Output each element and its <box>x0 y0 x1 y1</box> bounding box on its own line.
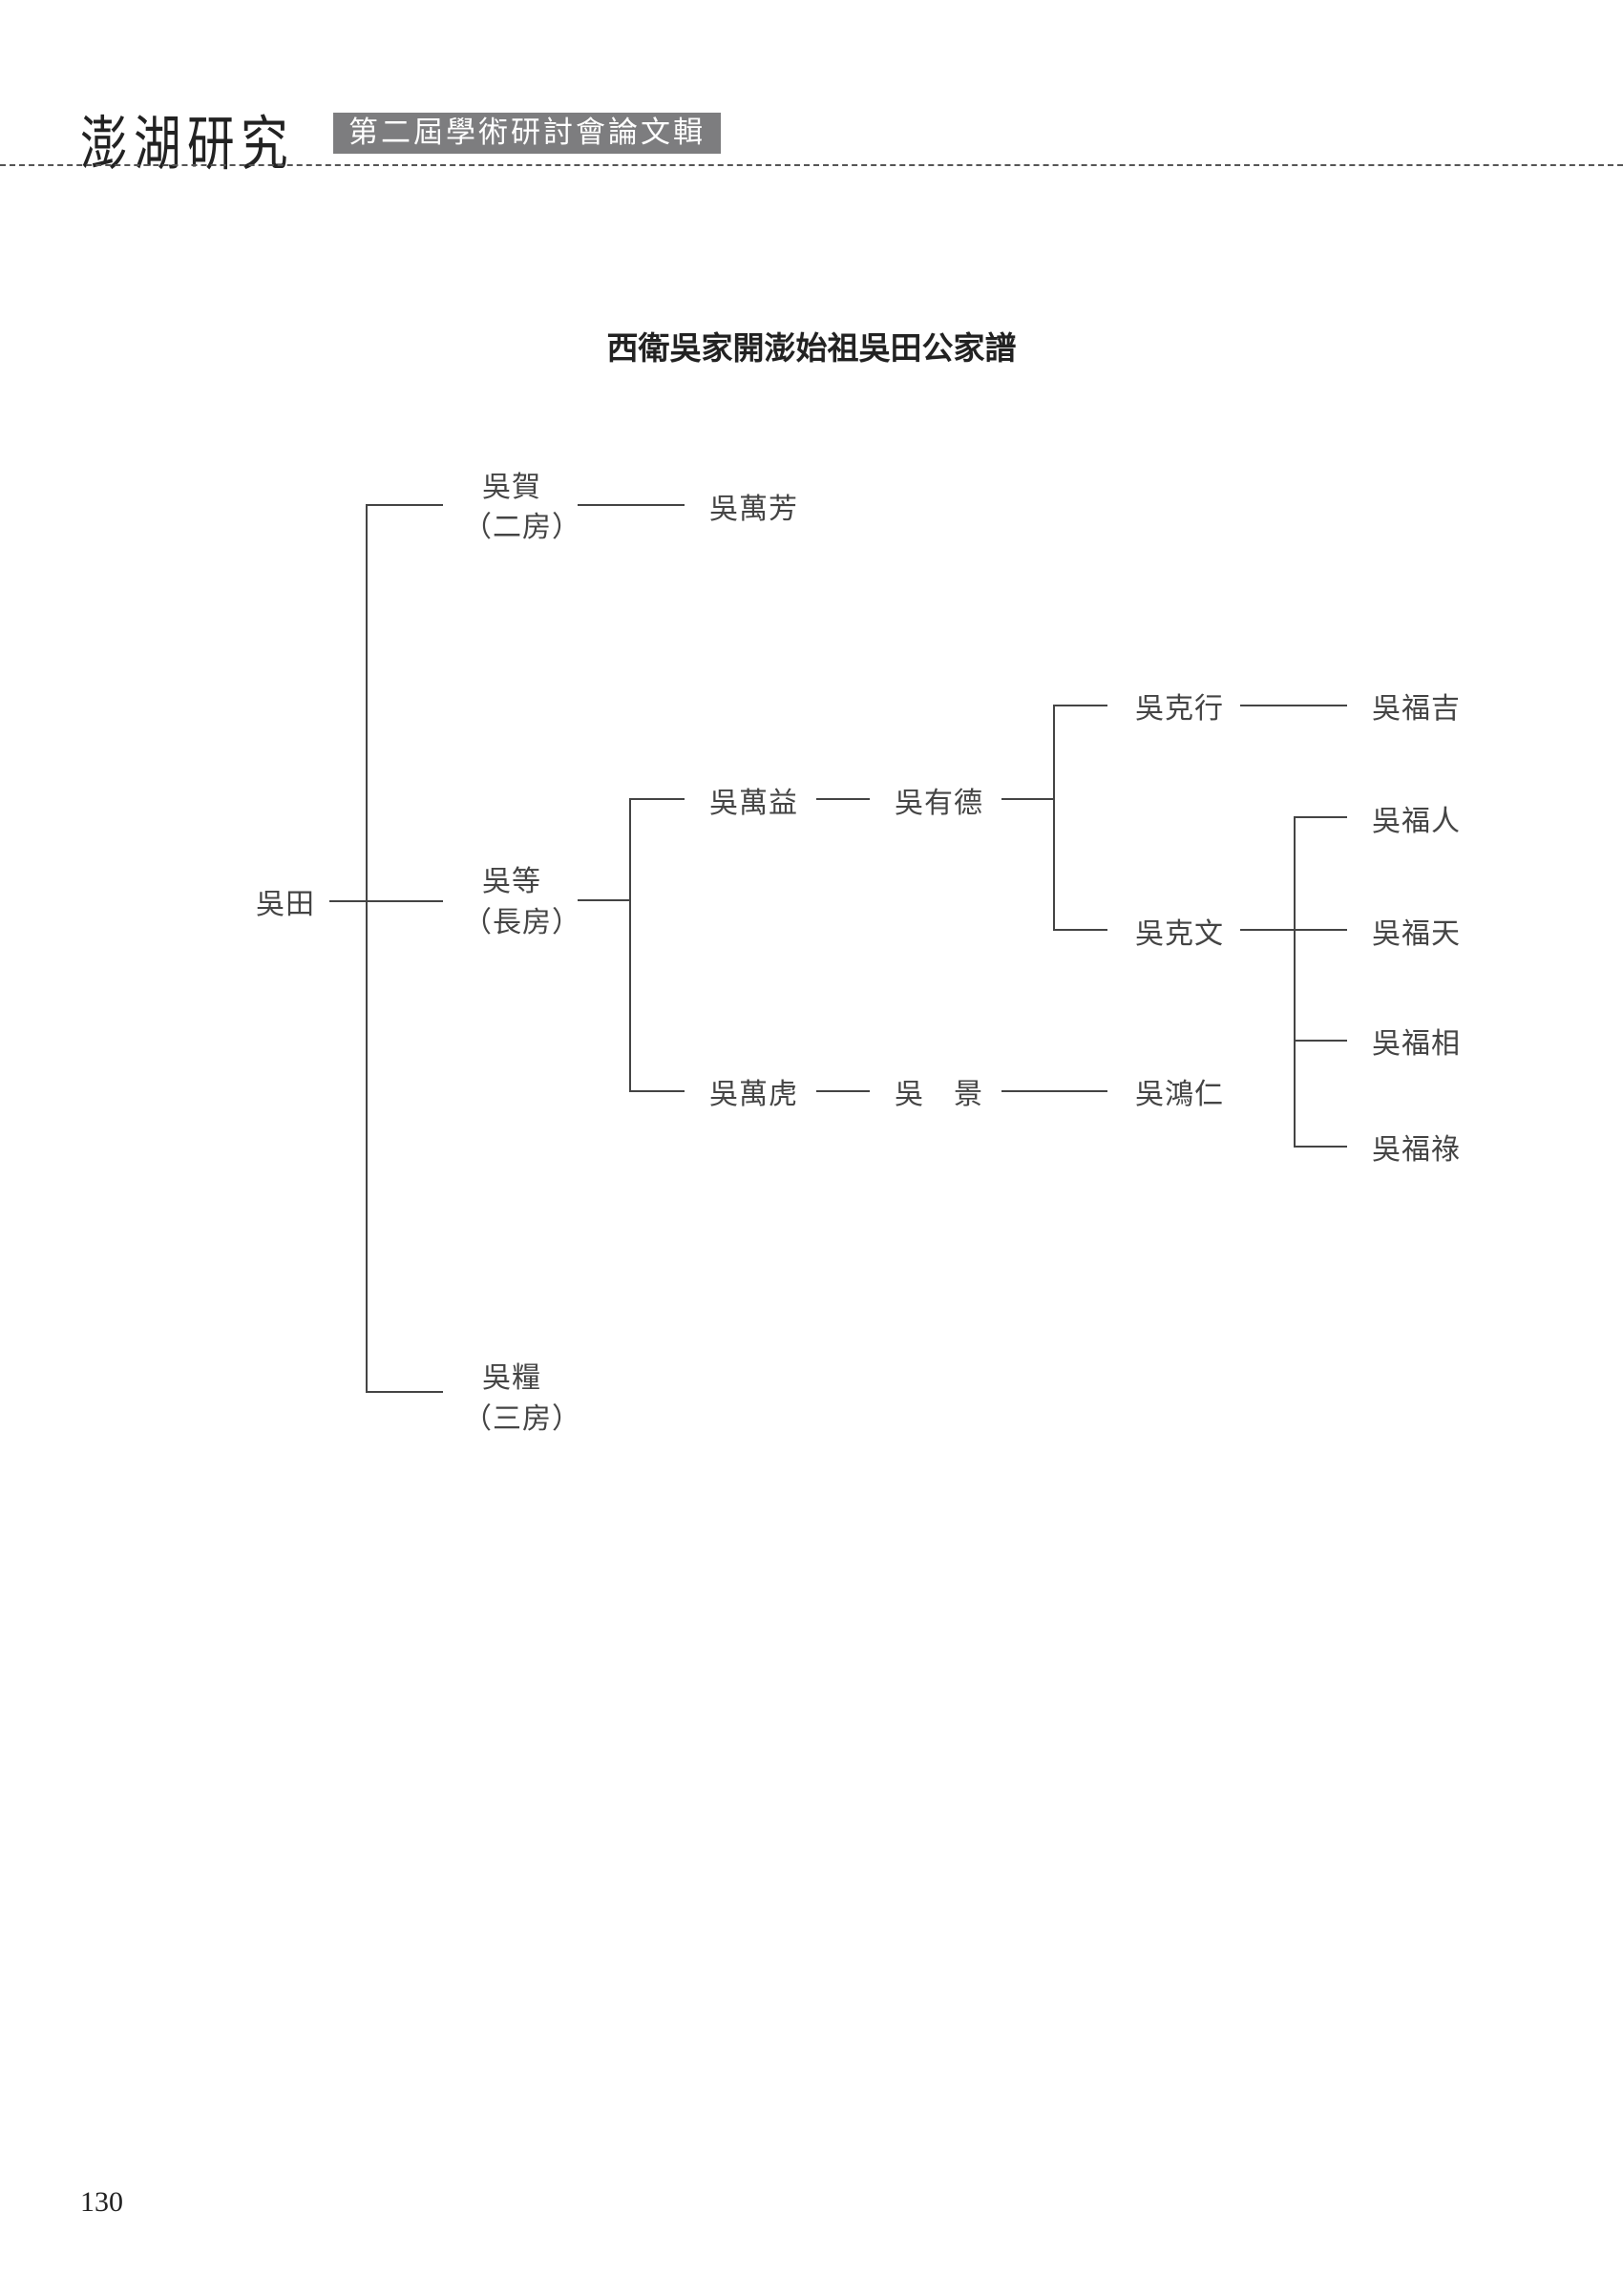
person-wu-tian: 吳田 <box>256 888 315 921</box>
connector <box>1001 798 1053 800</box>
person-wu-futian: 吳福天 <box>1372 917 1461 951</box>
journal-title: 澎湖研究 <box>80 109 295 179</box>
connector <box>578 899 629 901</box>
person-wu-liang: 吳糧 <box>482 1361 541 1395</box>
connector <box>1294 1146 1347 1148</box>
journal-subtitle-badge: 第二屆學術研討會論文輯 <box>333 113 721 154</box>
connector <box>366 1391 443 1393</box>
connector <box>1294 816 1296 1148</box>
connector <box>366 505 368 1393</box>
person-wu-furen: 吳福人 <box>1372 805 1461 838</box>
connector <box>1053 929 1107 931</box>
branch-label: （二房） <box>463 511 581 544</box>
connector <box>1001 1090 1107 1092</box>
connector <box>366 504 443 506</box>
branch-label: （長房） <box>463 906 581 939</box>
header-divider <box>0 164 1623 166</box>
person-wu-wanyi: 吳萬益 <box>709 787 798 820</box>
person-wu-fuji: 吳福吉 <box>1372 692 1461 726</box>
connector <box>1053 705 1107 706</box>
person-wu-kewen: 吳克文 <box>1135 917 1224 951</box>
person-wu-he: 吳賀 <box>482 471 541 504</box>
person-wu-jing: 吳 景 <box>895 1078 983 1111</box>
connector <box>1053 705 1055 931</box>
connector <box>578 504 685 506</box>
connector <box>816 1090 870 1092</box>
connector <box>329 900 443 902</box>
person-wu-hongren: 吳鴻仁 <box>1135 1078 1224 1111</box>
connector <box>629 798 685 800</box>
person-wu-wanfang: 吳萬芳 <box>709 493 798 526</box>
connector <box>1240 705 1347 706</box>
connector <box>816 798 870 800</box>
person-wu-kexing: 吳克行 <box>1135 692 1224 726</box>
person-wu-deng: 吳等 <box>482 865 541 898</box>
person-wu-fulu: 吳福祿 <box>1372 1133 1461 1167</box>
person-wu-wanhu: 吳萬虎 <box>709 1078 798 1111</box>
person-wu-fuxiang: 吳福相 <box>1372 1027 1461 1061</box>
page-number: 130 <box>80 2186 123 2218</box>
connector <box>629 798 631 1092</box>
person-wu-youde: 吳有德 <box>895 787 983 820</box>
connector <box>1294 1040 1347 1042</box>
connector <box>1294 816 1347 818</box>
connector <box>629 1090 685 1092</box>
chart-title: 西衛吳家開澎始祖吳田公家譜 <box>606 329 1017 367</box>
branch-label: （三房） <box>463 1402 581 1436</box>
